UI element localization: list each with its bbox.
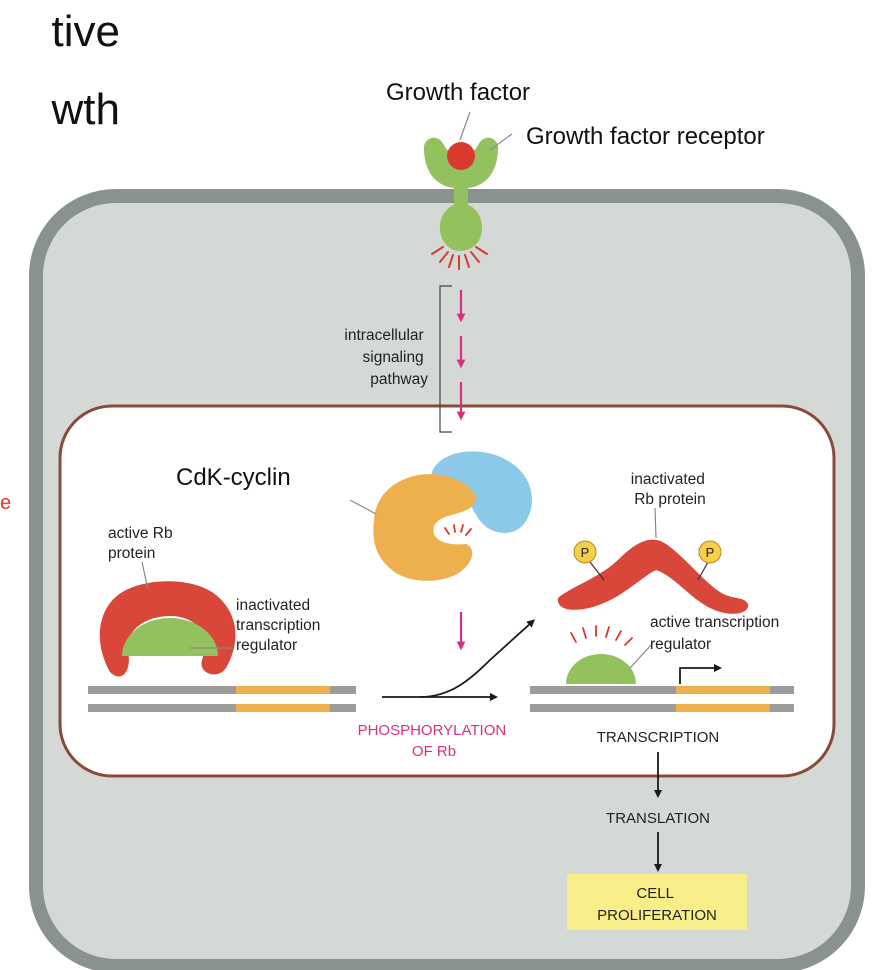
gene-segment-right [676, 686, 770, 694]
label-transcription: TRANSCRIPTION [597, 729, 720, 746]
dna-right [530, 686, 794, 712]
activation-burst-icon [431, 246, 488, 270]
slide-title-line-2: wth [51, 85, 120, 134]
phosphate-group-right: P [698, 540, 722, 564]
inactivated-rb-leader [654, 507, 657, 539]
label-active-rb: active Rb protein [108, 525, 177, 562]
transcription-start-arrow [679, 663, 723, 684]
inactivated-rb-line-1: inactivated [631, 471, 705, 488]
phosphorylation-line-2: OF Rb [412, 743, 456, 760]
side-text-fragment: e [0, 492, 12, 514]
label-growth-factor: Growth factor [386, 79, 530, 106]
inactivated-rb-protein [557, 539, 749, 614]
cdk-activity-burst-icon [444, 524, 472, 536]
label-cdk-cyclin: CdK-cyclin [176, 464, 291, 491]
pathway-bracket [439, 285, 452, 433]
label-inactivated-regulator: inactivated transcription regulator [236, 597, 325, 654]
active-regulator-line-2: regulator [650, 636, 711, 653]
phosphorylation-line-1: PHOSPHORYLATION [358, 722, 507, 739]
active-rb-protein [99, 581, 236, 677]
active-rb-leader [141, 561, 149, 591]
label-inactivated-rb: inactivated Rb protein [631, 471, 709, 508]
phosphate-label-right: P [706, 545, 715, 560]
gene-segment-left [236, 686, 330, 694]
growth-factor-ligand [447, 142, 475, 170]
growth-factor-receptor [424, 137, 498, 270]
pathway-line-2: signaling [363, 349, 424, 366]
phosphate-link-right [697, 561, 709, 581]
inactivated-regulator-line-2: transcription [236, 617, 320, 634]
phosphate-label-left: P [581, 545, 590, 560]
inactivated-rb-line-2: Rb protein [634, 491, 706, 508]
inactivated-regulator-line-3: regulator [236, 637, 297, 654]
inactivated-regulator-line-1: inactivated [236, 597, 310, 614]
label-active-regulator: active transcription regulator [650, 614, 784, 653]
label-pathway: intracellular signaling pathway [344, 327, 428, 388]
nucleus [58, 404, 836, 778]
active-rb-line-1: active Rb [108, 525, 173, 542]
cyclin-blob [430, 451, 532, 533]
phosphate-link-left [589, 561, 605, 581]
pathway-line-3: pathway [370, 371, 428, 388]
label-translation: TRANSLATION [606, 810, 710, 827]
slide-title-line-1: tive [51, 7, 120, 56]
label-phosphorylation: PHOSPHORYLATION OF Rb [358, 722, 511, 760]
active-rb-line-2: protein [108, 545, 155, 562]
cdk-blob [373, 474, 476, 581]
active-regulator-line-1: active transcription [650, 614, 779, 631]
cell-proliferation-box [567, 874, 747, 930]
regulator-activity-burst-icon [570, 625, 633, 646]
active-regulator-dome [566, 654, 636, 684]
proliferation-line-1: CELL [636, 885, 673, 902]
growth-factor-leader [459, 111, 471, 141]
inactive-regulator-dome [122, 618, 218, 656]
dna-left [88, 686, 356, 712]
label-growth-factor-receptor: Growth factor receptor [526, 123, 765, 150]
receptor-leader [489, 133, 513, 151]
pathway-line-1: intracellular [344, 327, 423, 344]
label-cell-proliferation: CELL PROLIFERATION [597, 885, 717, 924]
cdk-cyclin-leader [349, 499, 377, 515]
phosphate-group-left: P [573, 540, 597, 564]
active-regulator-leader [629, 643, 653, 669]
proliferation-line-2: PROLIFERATION [597, 907, 717, 924]
